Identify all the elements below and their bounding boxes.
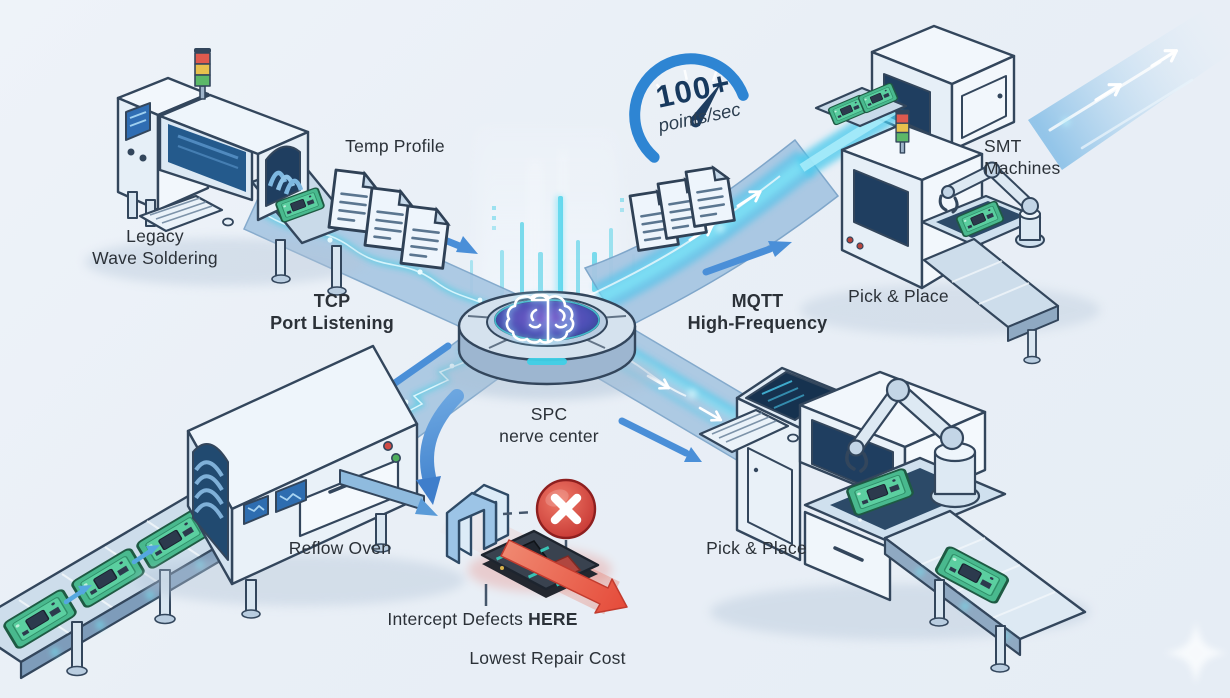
robot-arm — [938, 161, 1045, 248]
defect-gate — [445, 483, 510, 565]
intercept-drop-arrow — [420, 389, 464, 484]
sparkle-icon — [1165, 622, 1227, 684]
flow-arrow-to-pickplace — [618, 417, 702, 462]
lowest-repair-cost-label: Lowest Repair Cost — [469, 648, 626, 668]
document-icon — [684, 164, 736, 228]
spc-hub — [435, 290, 659, 400]
output-conveyor — [883, 509, 1087, 673]
robot-arm — [845, 377, 981, 509]
document-icon — [399, 204, 452, 270]
pick-place-bottom-label: Pick & Place — [706, 538, 807, 558]
defect-intercept-zone — [416, 389, 628, 615]
reflow-oven-machine — [135, 344, 465, 619]
reject-x-icon — [535, 478, 597, 540]
flow-arrow-mqtt-upright — [702, 241, 792, 276]
reflow-oven-label: Reflow Oven — [288, 538, 392, 558]
wave-soldering-machine — [85, 47, 365, 296]
reject-arrow — [500, 539, 628, 614]
speed-gauge-icon — [629, 53, 749, 163]
pick-and-place-machine — [698, 366, 1090, 673]
data-highway-outbound — [1028, 0, 1230, 170]
pick-place-top-label: Pick & Place — [848, 286, 949, 306]
intercept-defects-label: Intercept Defects HERE — [387, 609, 578, 629]
belt-direction-arrows — [63, 545, 160, 605]
smt-machines — [795, 24, 1100, 365]
data-highway-mqtt — [583, 138, 840, 331]
brain-icon — [504, 292, 576, 345]
temp-profile-label: Temp Profile — [345, 136, 445, 156]
